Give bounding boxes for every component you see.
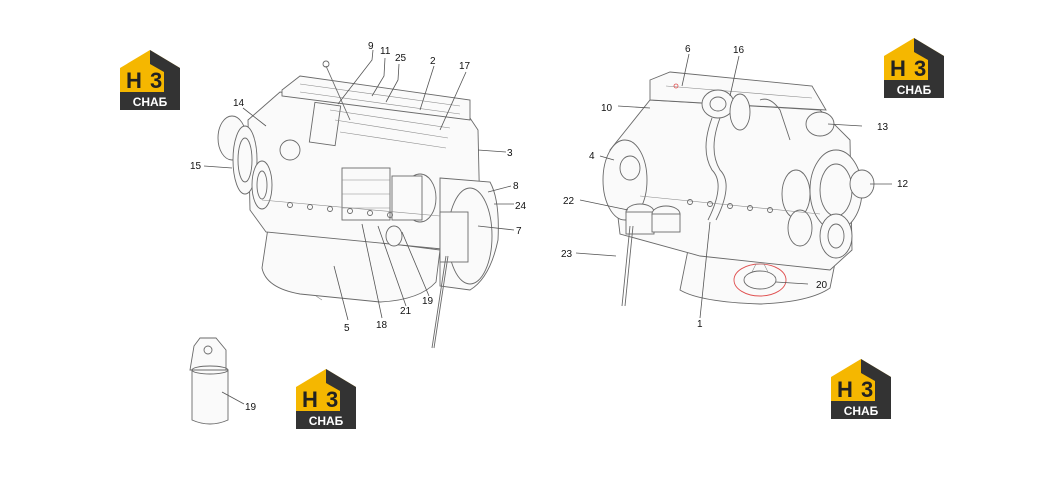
logo-caption: CHAБ (309, 414, 344, 428)
callout-1: 1 (697, 319, 703, 330)
engine-right-view (602, 71, 875, 307)
callout-leaders-right (575, 53, 892, 319)
callout-20: 20 (816, 280, 828, 291)
brand-logo: H 3 CHAБ (831, 359, 891, 419)
callout-leaders-left (203, 49, 515, 321)
callout-10: 10 (601, 103, 613, 114)
brand-logo: H 3 CHAБ (120, 50, 180, 110)
brand-logo: H 3 CHAБ (296, 369, 356, 429)
logo-caption: CHAБ (133, 95, 168, 109)
logo-mark-right: 3 (861, 377, 873, 402)
callout-11: 11 (380, 46, 391, 57)
logo-mark-right: 3 (150, 68, 162, 93)
logo-mark-right: 3 (326, 387, 338, 412)
logo-mark-left: H (126, 68, 142, 93)
oil-filter-part (189, 337, 245, 425)
callout-19: 19 (422, 296, 434, 307)
callout-17: 17 (459, 61, 471, 72)
callout-15: 15 (190, 161, 202, 172)
logo-mark-left: H (837, 377, 853, 402)
callout-22: 22 (563, 196, 575, 207)
callout-4: 4 (589, 151, 595, 162)
callout-2: 2 (430, 56, 436, 67)
callout-16: 16 (733, 45, 745, 56)
logo-mark-right: 3 (914, 56, 926, 81)
callout-5: 5 (344, 323, 350, 334)
callout-labels: 9 11 25 2 17 14 15 3 8 24 7 19 21 18 5 6… (190, 41, 909, 413)
callout-7: 7 (516, 226, 522, 237)
brand-logo: H 3 CHAБ (884, 38, 944, 98)
logo-mark-left: H (302, 387, 318, 412)
logo-mark-left: H (890, 56, 906, 81)
callout-24: 24 (515, 201, 527, 212)
callout-12: 12 (897, 179, 909, 190)
callout-21: 21 (400, 306, 412, 317)
callout-6: 6 (685, 44, 691, 55)
callout-13: 13 (877, 122, 889, 133)
callout-3: 3 (507, 148, 513, 159)
callout-18: 18 (376, 320, 388, 331)
callout-19-filter: 19 (245, 402, 257, 413)
logo-caption: CHAБ (897, 83, 932, 97)
callout-25: 25 (395, 53, 407, 64)
callout-14: 14 (233, 98, 245, 109)
engine-left-view (217, 60, 499, 349)
callout-9: 9 (368, 41, 374, 52)
callout-8: 8 (513, 181, 519, 192)
logo-caption: CHAБ (844, 404, 879, 418)
callout-23: 23 (561, 249, 573, 260)
